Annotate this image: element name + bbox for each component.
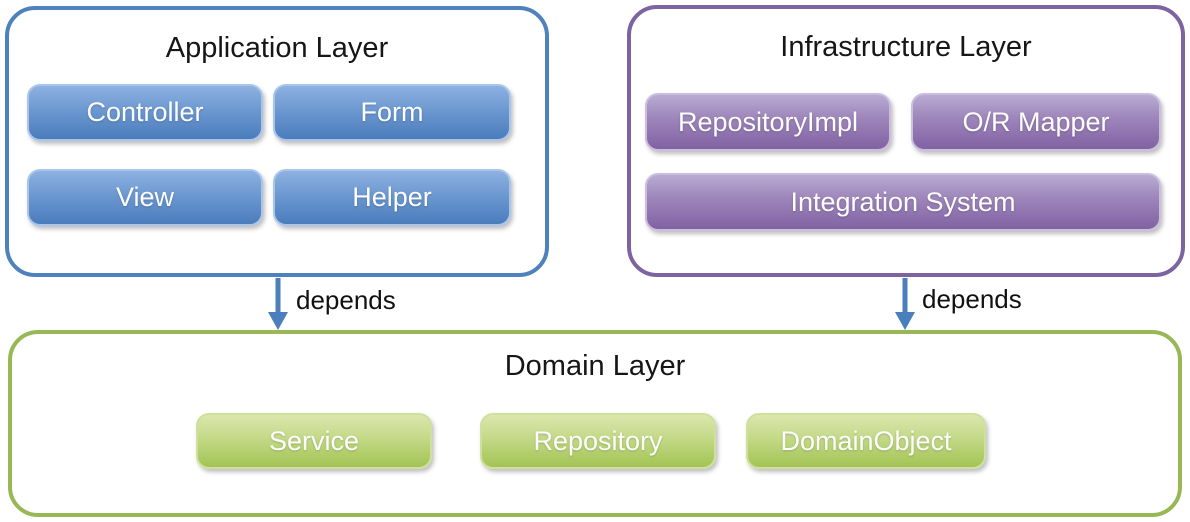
domain-layer-box: Domain Layer Service Repository DomainOb… (8, 330, 1182, 517)
application-layer-box: Application Layer Controller Form View H… (5, 6, 549, 277)
node-form: Form (273, 84, 511, 141)
depends-label-application: depends (296, 285, 396, 315)
depends-arrow-application-icon (268, 278, 288, 330)
infrastructure-layer-box: Infrastructure Layer RepositoryImpl O/R … (627, 5, 1185, 277)
node-service: Service (196, 413, 432, 469)
domain-layer-title: Domain Layer (504, 350, 686, 382)
node-domainobject: DomainObject (746, 413, 986, 469)
node-controller: Controller (27, 84, 263, 141)
depends-arrow-infrastructure-icon (895, 278, 915, 330)
node-or-mapper: O/R Mapper (911, 93, 1161, 151)
depends-label-infrastructure: depends (922, 284, 1022, 314)
node-helper: Helper (273, 169, 511, 226)
arrowhead (895, 312, 915, 330)
node-repositoryimpl: RepositoryImpl (645, 93, 891, 151)
node-repository: Repository (480, 413, 716, 469)
arrowhead (268, 312, 288, 330)
node-view: View (27, 169, 263, 226)
infrastructure-layer-title: Infrastructure Layer (780, 31, 1032, 63)
node-integration-system: Integration System (645, 173, 1161, 231)
application-layer-title: Application Layer (165, 32, 389, 64)
